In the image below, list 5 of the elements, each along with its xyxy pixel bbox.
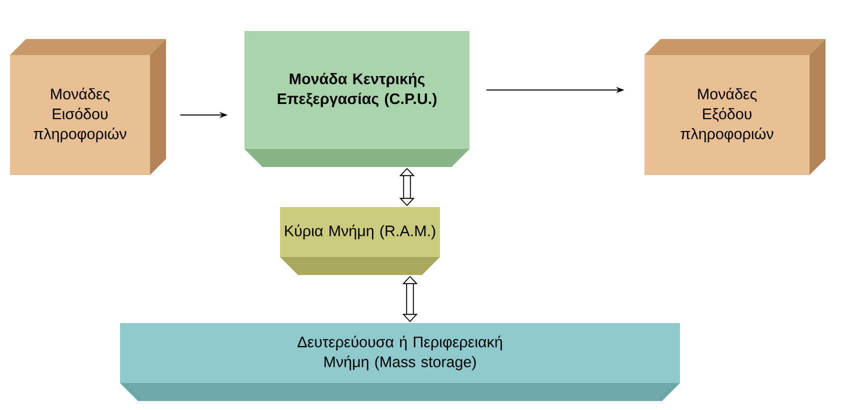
process-box: Δευτερεύουσα ή Περιφερειακή Μνήμη (Mass storage)	[120, 323, 680, 401]
box-3d: Μονάδες Εξόδου πληροφοριών	[644, 39, 826, 175]
process-box: Κύρια Μνήμη (R.A.M.)	[280, 207, 440, 275]
box-3d: Μονάδες Εισόδου πληροφοριών	[10, 39, 166, 175]
process-box: Μονάδα Κεντρικής Επεξεργασίας (C.P.U.)	[244, 31, 470, 167]
